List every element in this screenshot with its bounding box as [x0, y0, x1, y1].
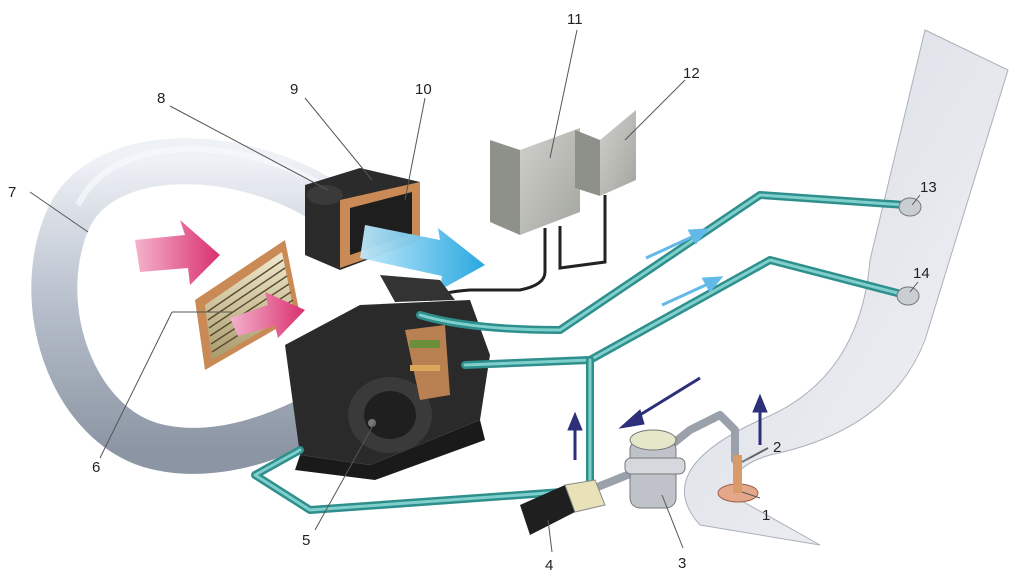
callout-12: 12 [683, 65, 700, 82]
flow-direction-arrow-icon [645, 228, 724, 307]
callout-6: 6 [92, 459, 100, 476]
callout-4: 4 [545, 557, 553, 574]
control-unit-12 [575, 110, 636, 196]
flow-direction-arrow-icon [567, 376, 768, 460]
outlet-14 [896, 286, 920, 306]
warm-air-arrow-icon [135, 220, 220, 285]
callout-leaders [29, 29, 921, 553]
fuel-filter [624, 429, 686, 509]
heater-unit [285, 275, 490, 480]
callout-labels: 1 2 3 4 5 6 7 8 9 10 11 12 13 14 [8, 11, 937, 574]
control-unit-11 [490, 128, 580, 235]
callout-14: 14 [913, 265, 930, 282]
callout-10: 10 [415, 81, 432, 98]
air-duct [31, 138, 364, 474]
warm-air-arrow-icon [230, 292, 305, 338]
heat-exchanger-panel [195, 240, 300, 370]
floor-panel [683, 29, 1009, 546]
callout-9: 9 [290, 81, 298, 98]
callout-1: 1 [762, 507, 770, 524]
callout-11: 11 [567, 11, 583, 28]
outlet-13 [898, 197, 922, 217]
fuel-pump [520, 479, 606, 535]
callout-3: 3 [678, 555, 686, 572]
callout-2: 2 [773, 439, 781, 456]
callout-13: 13 [920, 179, 937, 196]
control-wiring [558, 195, 607, 270]
air-duct-highlight [75, 146, 332, 207]
callout-8: 8 [157, 90, 165, 107]
cool-air-arrow-icon [360, 225, 485, 290]
callout-5: 5 [302, 532, 310, 549]
callout-7: 7 [8, 184, 16, 201]
coolant-pipes [251, 191, 909, 514]
